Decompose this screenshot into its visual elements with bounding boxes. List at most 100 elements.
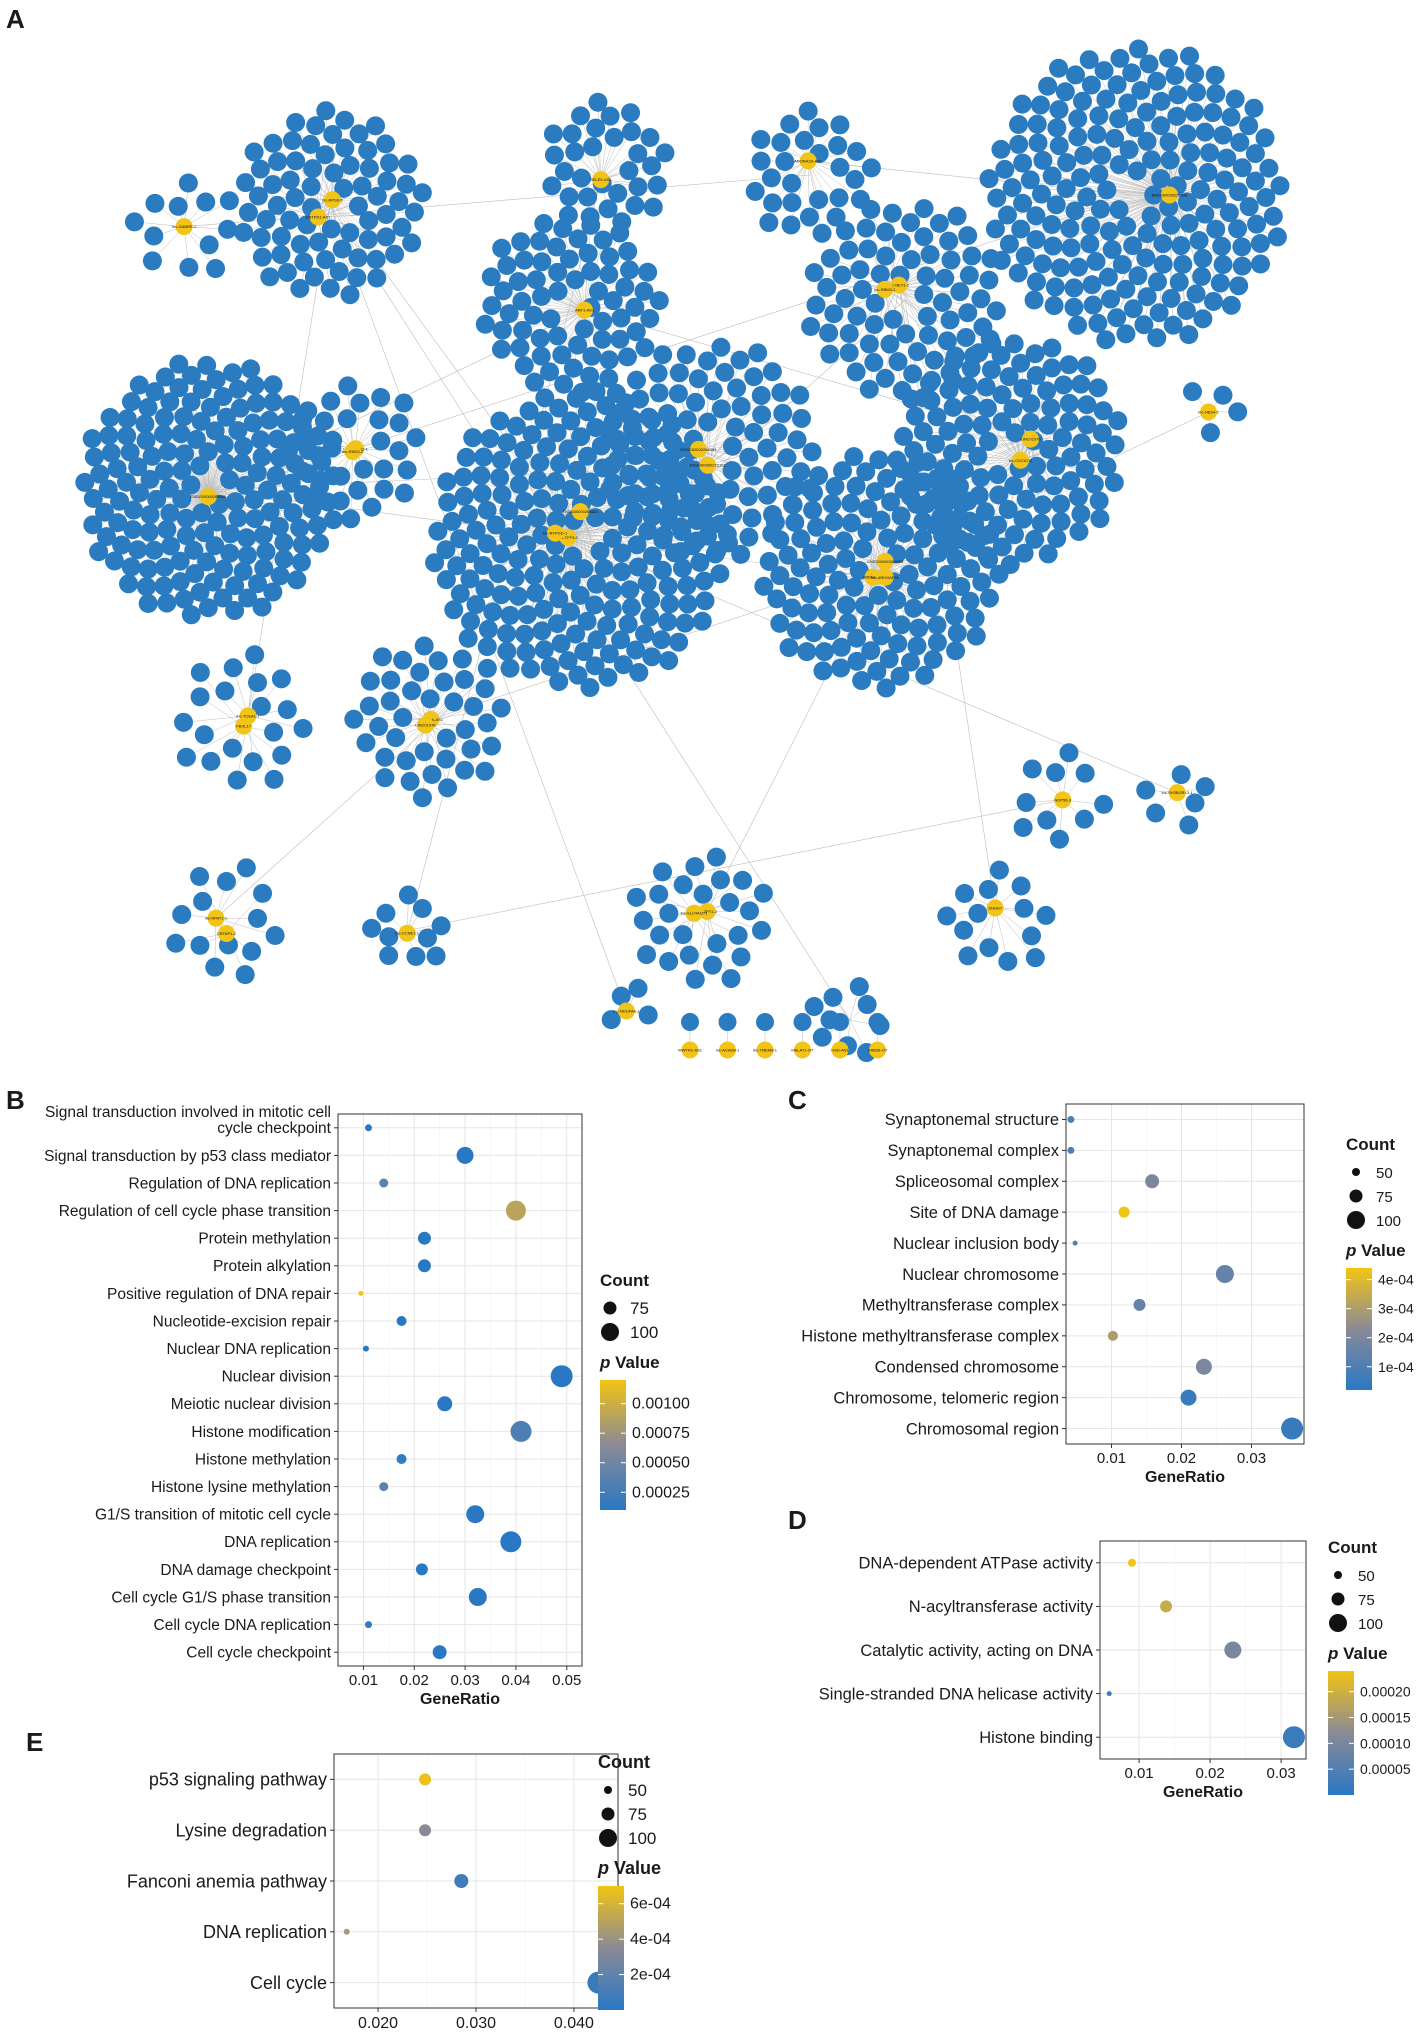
target-node bbox=[510, 338, 530, 358]
target-node bbox=[269, 517, 289, 537]
y-tick-label: Nuclear DNA replication bbox=[166, 1341, 331, 1358]
lncrna-hub-node bbox=[217, 925, 235, 943]
target-node bbox=[1051, 494, 1071, 514]
target-node bbox=[482, 736, 502, 756]
target-node bbox=[638, 1005, 658, 1025]
target-node bbox=[574, 642, 594, 662]
target-node bbox=[535, 388, 555, 408]
target-node bbox=[253, 525, 273, 545]
target-node bbox=[580, 366, 600, 386]
legend-count-label: 50 bbox=[1358, 1568, 1375, 1585]
target-node bbox=[1082, 275, 1102, 295]
target-node bbox=[371, 388, 391, 408]
target-node bbox=[517, 605, 537, 625]
network-edge bbox=[755, 160, 809, 192]
hub-node-label: LINC01976 bbox=[415, 723, 436, 728]
lncrna-hub-node bbox=[876, 568, 894, 586]
hub-node-label: ENSG00000266993 bbox=[867, 559, 904, 564]
network-edge bbox=[215, 299, 906, 919]
target-node bbox=[267, 429, 287, 449]
lncrna-hub-node bbox=[698, 903, 716, 921]
target-node bbox=[918, 325, 938, 345]
target-node bbox=[1212, 236, 1232, 256]
target-node bbox=[389, 413, 409, 433]
target-node bbox=[154, 461, 174, 481]
target-node bbox=[406, 947, 426, 967]
target-node bbox=[995, 159, 1015, 179]
target-node bbox=[659, 903, 679, 923]
target-node bbox=[782, 193, 802, 213]
target-node bbox=[1127, 161, 1147, 181]
target-node bbox=[500, 658, 520, 678]
target-node bbox=[455, 760, 475, 780]
target-node bbox=[169, 354, 189, 374]
target-node bbox=[1229, 182, 1249, 202]
target-node bbox=[358, 230, 378, 250]
target-node bbox=[1054, 375, 1074, 395]
data-point bbox=[417, 1231, 431, 1245]
target-node bbox=[466, 520, 486, 540]
target-node bbox=[648, 363, 668, 383]
x-axis-label: GeneRatio bbox=[1145, 1469, 1225, 1486]
target-node bbox=[371, 431, 391, 451]
target-node bbox=[864, 315, 884, 335]
target-node bbox=[950, 282, 970, 302]
target-node bbox=[1064, 278, 1084, 298]
target-node bbox=[814, 642, 834, 662]
target-node bbox=[830, 157, 850, 177]
lncrna-hub-node bbox=[756, 1041, 774, 1059]
data-point bbox=[1215, 1265, 1234, 1283]
target-node bbox=[176, 747, 196, 767]
target-node bbox=[1205, 65, 1225, 85]
lncrna-hub-node bbox=[890, 276, 908, 294]
target-node bbox=[139, 522, 159, 542]
target-node bbox=[542, 176, 562, 196]
target-node bbox=[668, 440, 688, 460]
target-node bbox=[258, 480, 278, 500]
target-node bbox=[352, 176, 372, 196]
target-node bbox=[161, 536, 181, 556]
target-node bbox=[642, 156, 662, 176]
target-node bbox=[612, 212, 632, 232]
target-node bbox=[639, 407, 659, 427]
target-node bbox=[544, 145, 564, 165]
lncrna-hub-node bbox=[986, 899, 1004, 917]
target-node bbox=[950, 529, 970, 549]
x-tick-label: 0.01 bbox=[349, 1672, 378, 1689]
target-node bbox=[1151, 91, 1171, 111]
target-node bbox=[329, 262, 349, 282]
target-node bbox=[323, 430, 343, 450]
target-node bbox=[1128, 266, 1148, 286]
legend-pvalue-title: p Value bbox=[597, 1858, 661, 1878]
target-node bbox=[754, 576, 774, 596]
target-node bbox=[608, 183, 628, 203]
target-node bbox=[567, 460, 587, 480]
legend-count-label: 50 bbox=[1376, 1165, 1393, 1182]
target-node bbox=[854, 596, 874, 616]
target-node bbox=[412, 788, 432, 808]
hub-node-label: ENSG00000272102 bbox=[690, 463, 727, 468]
target-node bbox=[515, 624, 535, 644]
target-node bbox=[615, 277, 635, 297]
data-point bbox=[365, 1124, 372, 1132]
hub-node-label: ARF1-AS1 bbox=[575, 308, 595, 313]
target-node bbox=[160, 392, 180, 412]
target-node bbox=[626, 887, 646, 907]
target-node bbox=[159, 478, 179, 498]
target-node bbox=[1077, 356, 1097, 376]
target-node bbox=[1108, 411, 1128, 431]
target-node bbox=[540, 657, 560, 677]
hub-node-label: lnc-ZPT1-2 bbox=[697, 909, 718, 914]
target-node bbox=[824, 304, 844, 324]
target-node bbox=[1025, 948, 1045, 968]
target-node bbox=[1232, 237, 1252, 257]
hub-node-label: lnc-TMEM8-1 bbox=[753, 1048, 778, 1053]
target-node bbox=[876, 246, 896, 266]
panel-letter-a: A bbox=[6, 4, 25, 34]
target-node bbox=[891, 232, 911, 252]
target-node bbox=[745, 181, 765, 201]
target-node bbox=[473, 555, 493, 575]
target-node bbox=[358, 140, 378, 160]
y-tick-label: DNA replication bbox=[224, 1534, 331, 1551]
target-node bbox=[793, 1013, 812, 1031]
